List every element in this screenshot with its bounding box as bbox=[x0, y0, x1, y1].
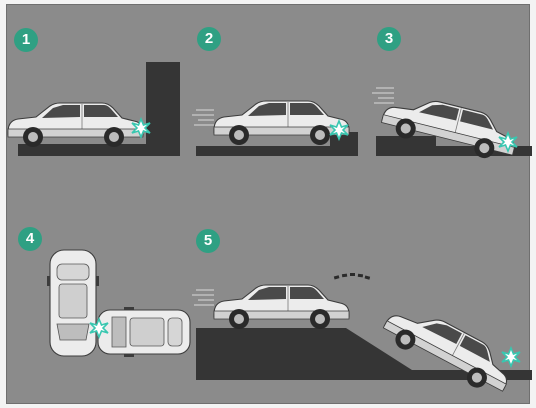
panel-2-motion-lines-icon bbox=[192, 110, 214, 125]
panel-2-car-icon bbox=[214, 101, 349, 145]
panel-5-falling-car-icon bbox=[379, 298, 519, 400]
panel-3-motion-lines-icon bbox=[372, 88, 394, 103]
panel-5-tumble-arc-icon bbox=[334, 273, 370, 280]
panel-1-car-icon bbox=[8, 103, 143, 147]
panel-1-number-badge: 1 bbox=[14, 28, 38, 52]
panel-5-number-badge: 5 bbox=[196, 229, 220, 253]
panel-1-wall-collision bbox=[8, 62, 180, 156]
panel-5-car-icon bbox=[214, 285, 349, 329]
panel-2-number-badge: 2 bbox=[197, 27, 221, 51]
panel-5-motion-lines-icon bbox=[192, 290, 214, 305]
panel-4-side-impact bbox=[47, 250, 190, 357]
panel-3-step-collision bbox=[372, 88, 532, 165]
panel-2-obstacle bbox=[330, 132, 358, 156]
panel-4-car-top-vertical-icon bbox=[47, 250, 99, 356]
panel-3-number-badge: 3 bbox=[377, 27, 401, 51]
panel-4-car-top-horizontal-icon bbox=[98, 307, 190, 357]
panel-1-wall bbox=[146, 62, 180, 156]
panel-5-impact-burst-icon bbox=[502, 348, 520, 366]
panel-4-number-badge: 4 bbox=[18, 227, 42, 251]
panel-2-obstacle-collision bbox=[192, 101, 358, 156]
panel-5-ledge-fall bbox=[192, 273, 532, 400]
